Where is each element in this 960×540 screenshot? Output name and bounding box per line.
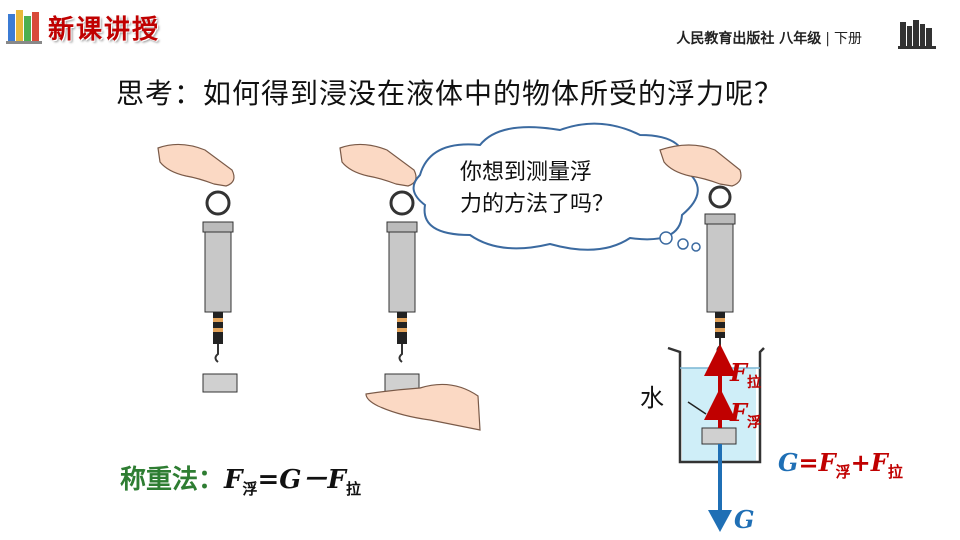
bubble-line-2: 力的方法了吗？: [460, 192, 615, 217]
gravity-label: G: [734, 505, 755, 534]
weighing-method-formula: 称重法：F浮=G－F拉: [120, 465, 361, 499]
question-text: 思考：如何得到浸没在液体中的物体所受的浮力呢？: [116, 77, 784, 110]
gravity-arrowhead: [708, 510, 732, 532]
water-pointer: [687, 401, 707, 415]
spring-scale-2: [339, 143, 481, 431]
water-label: 水: [640, 384, 664, 412]
buoyancy-label: F浮: [730, 398, 762, 431]
books-icon: [6, 10, 42, 44]
publisher-name: 人民教育出版社: [676, 31, 775, 47]
spring-scale-3: [659, 144, 742, 355]
bookshelf-icon: [898, 20, 936, 49]
volume-label: 下册: [834, 31, 862, 47]
grade-label: 八年级: [779, 31, 822, 47]
spring-scale-1: [157, 143, 238, 393]
thought-bubble: [412, 122, 701, 252]
thought-bubble-text: 你想到测量浮 力的方法了吗？: [460, 157, 660, 221]
publisher-info: 人民教育出版社 八年级|下册: [676, 31, 862, 47]
section-title: 新课讲授: [48, 15, 161, 45]
bubble-line-1: 你想到测量浮: [460, 160, 593, 185]
method-name: 称重法：: [120, 465, 225, 495]
force-balance-equation: G=F浮+F拉: [778, 448, 903, 481]
pull-force-label: F拉: [730, 358, 762, 391]
